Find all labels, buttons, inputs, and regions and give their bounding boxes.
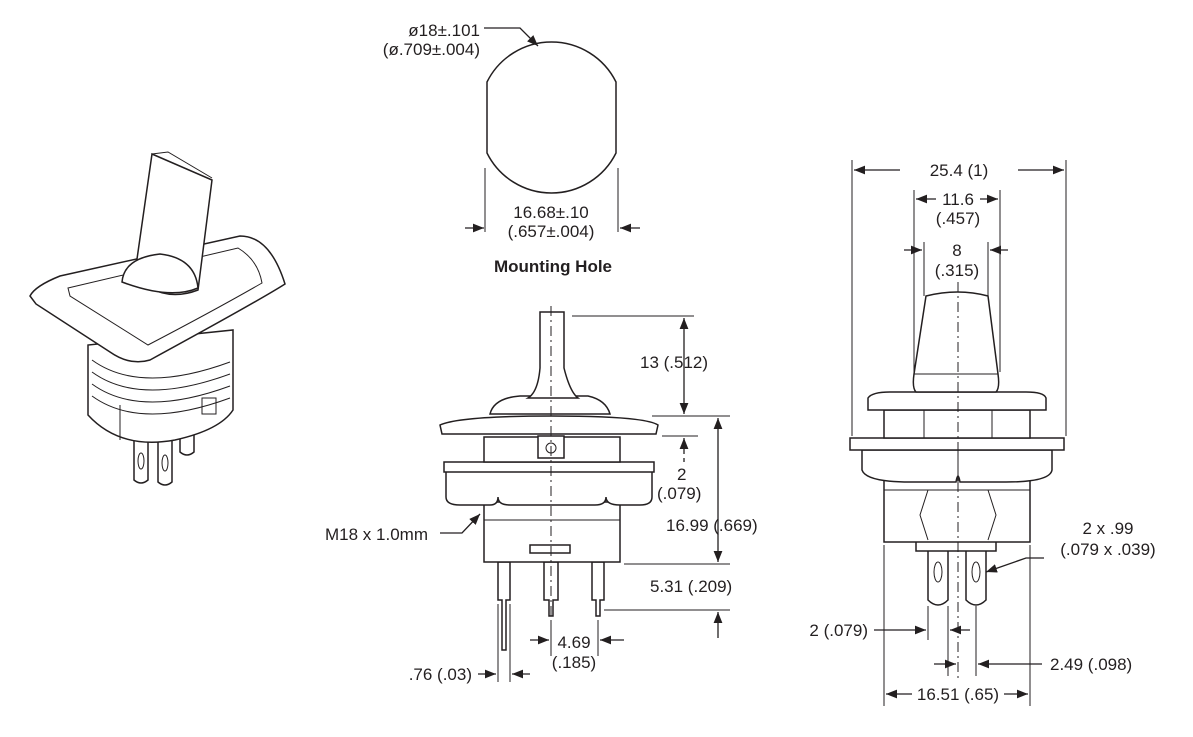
- side-view: 25.4 (1) 11.6 (.457) 8 (.315) 2 x .99 (.…: [809, 160, 1156, 706]
- mounting-hole-view: ø18±.101 (ø.709±.004) 16.68±.10 (.657±.0…: [383, 21, 640, 276]
- overall-width-label: 25.4 (1): [930, 161, 989, 180]
- actuator-height-label: 13 (.512): [640, 353, 708, 372]
- terminal-pitch-mm-label: 4.69: [557, 633, 590, 652]
- actuator-base-in-label: (.457): [936, 209, 980, 228]
- mounting-hole-diameter-mm: ø18±.101: [408, 21, 480, 40]
- mounting-hole-flat-in: (.657±.004): [508, 222, 595, 241]
- terminal-offset-label: 2.49 (.098): [1050, 655, 1132, 674]
- terminal-length-label: 5.31 (.209): [650, 577, 732, 596]
- terminal-hole-mm-label: 2 x .99: [1082, 519, 1133, 538]
- terminal-width-label: 2 (.079): [809, 621, 868, 640]
- mounting-hole-title: Mounting Hole: [494, 257, 612, 276]
- switch-isometric-illustration: [29, 151, 286, 486]
- terminal-pitch-in-label: (.185): [552, 653, 596, 672]
- mounting-hole-flat-mm: 16.68±.10: [513, 203, 589, 222]
- actuator-base-mm-label: 11.6: [942, 190, 974, 209]
- body-height-label: 16.99 (.669): [666, 516, 758, 535]
- bezel-depth-in-label: (.079): [657, 484, 701, 503]
- front-view: 13 (.512) 2 (.079) 16.99 (.669) 5.31 (.2…: [325, 306, 758, 684]
- actuator-tip-mm-label: 8: [952, 241, 961, 260]
- terminal-thickness-label: .76 (.03): [409, 665, 472, 684]
- thread-label: M18 x 1.0mm: [325, 525, 428, 544]
- bezel-depth-mm-label: 2: [677, 465, 686, 484]
- terminal-hole-in-label: (.079 x .039): [1060, 540, 1155, 559]
- mounting-hole-diameter-in: (ø.709±.004): [383, 40, 480, 59]
- actuator-tip-in-label: (.315): [935, 261, 979, 280]
- body-width-label: 16.51 (.65): [917, 685, 999, 704]
